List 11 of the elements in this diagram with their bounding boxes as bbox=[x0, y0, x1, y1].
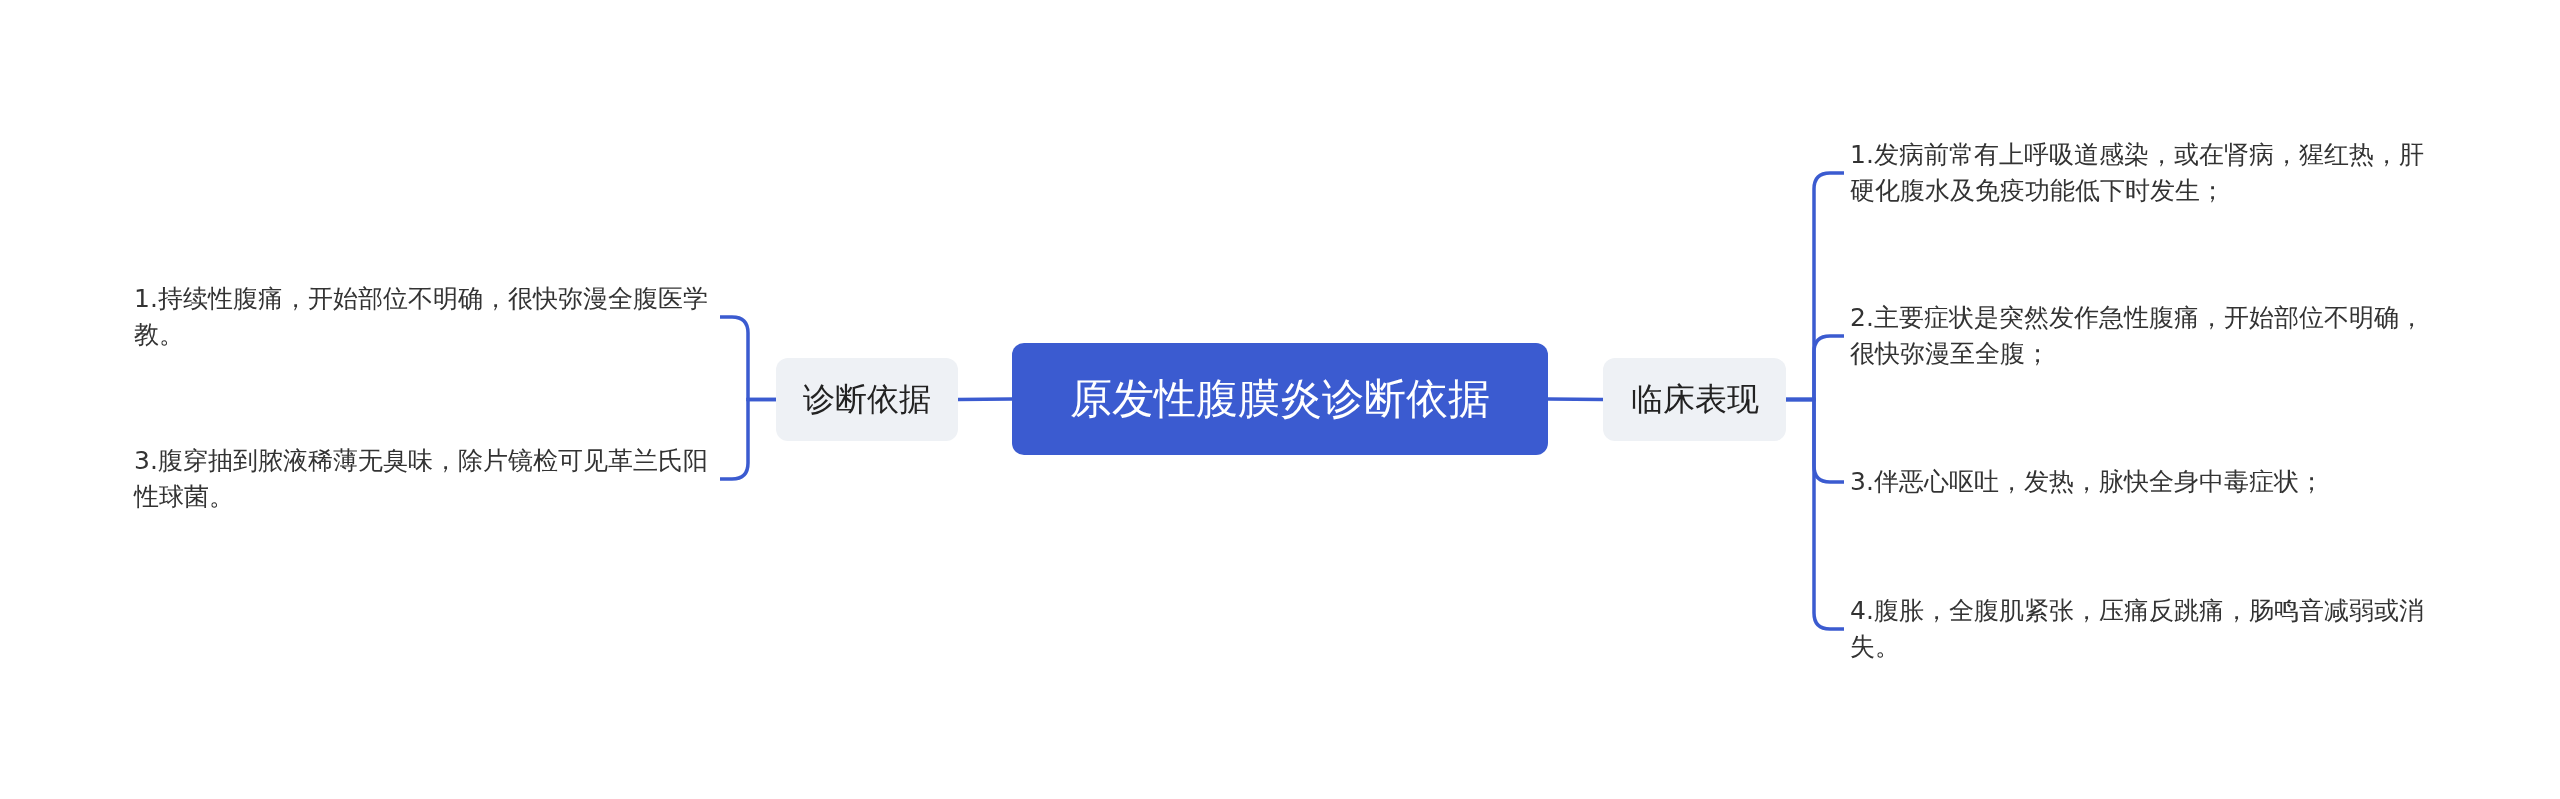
leaf-topic-text: 3.腹穿抽到脓液稀薄无臭味，除片镜检可见革兰氏阳性球菌。 bbox=[128, 438, 720, 520]
leaf-topic-text: 3.伴恶心呕吐，发热，脉快全身中毒症状； bbox=[1844, 460, 2444, 504]
branch-topic-box: 临床表现 bbox=[1603, 358, 1786, 441]
leaf-topic-text: 2.主要症状是突然发作急性腹痛，开始部位不明确，很快弥漫至全腹； bbox=[1844, 295, 2444, 377]
branch-topic-box: 诊断依据 bbox=[776, 358, 958, 441]
leaf-topic-text: 1.发病前常有上呼吸道感染，或在肾病，猩红热，肝硬化腹水及免疫功能低下时发生； bbox=[1844, 132, 2444, 214]
leaf-topic-text: 4.腹胀，全腹肌紧张，压痛反跳痛，肠鸣音减弱或消失。 bbox=[1844, 588, 2444, 670]
connector-line bbox=[958, 397, 1012, 402]
leaf-topic-text: 1.持续性腹痛，开始部位不明确，很快弥漫全腹医学教。 bbox=[128, 276, 720, 358]
root-topic-box: 原发性腹膜炎诊断依据 bbox=[1012, 343, 1548, 455]
connector-line bbox=[1548, 397, 1603, 402]
